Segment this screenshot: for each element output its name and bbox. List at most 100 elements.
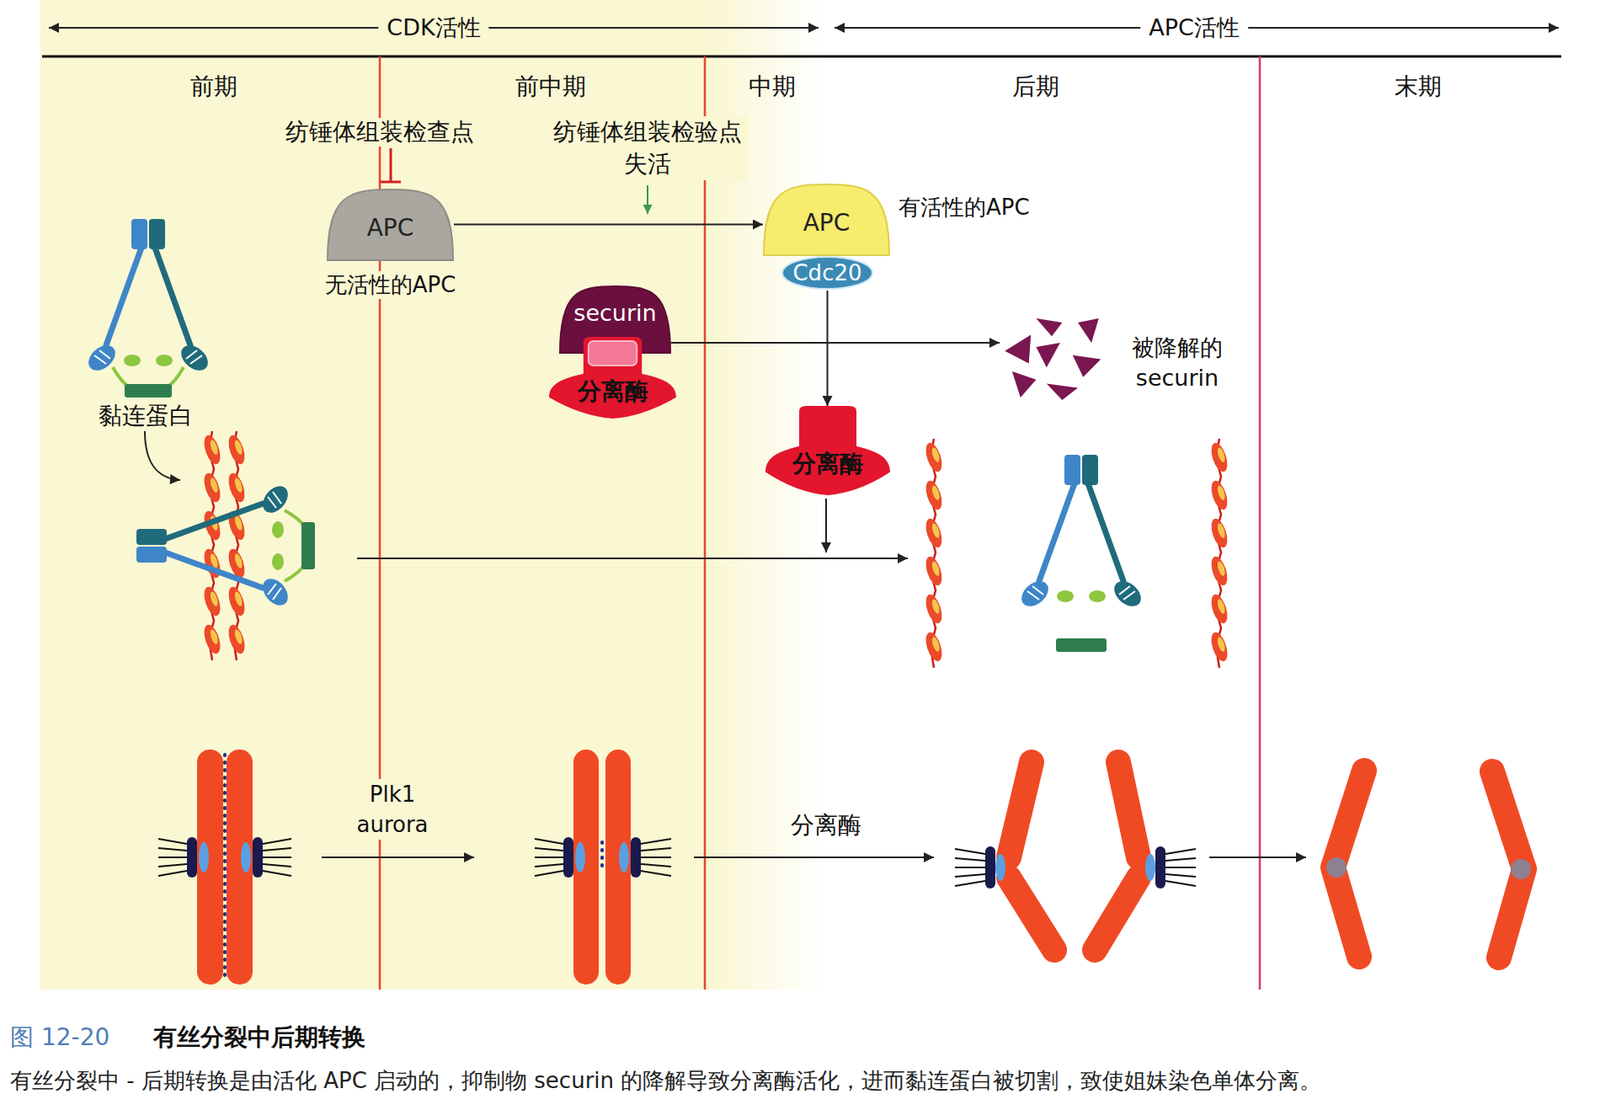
anaphase-chromatid xyxy=(1094,762,1139,950)
separated-chromatin xyxy=(1016,454,1146,652)
securin-fragment xyxy=(1004,334,1031,363)
checkpoint-label: 纺锤体组装检验点 失活 xyxy=(546,116,749,181)
prometaphase-chromosome xyxy=(534,856,564,859)
anaphase-chromatid xyxy=(1165,848,1196,854)
anaphase-chromatid xyxy=(1155,846,1166,889)
prometaphase-chromosome xyxy=(630,837,641,878)
node-caption: 无活性的APC xyxy=(321,271,460,299)
phase-heading: 后期 xyxy=(1012,72,1060,102)
inhibition-symbol xyxy=(389,148,393,182)
securin-protein-label: securin xyxy=(559,298,672,328)
prometaphase-chromosome xyxy=(534,848,564,851)
anaphase-chromatid xyxy=(1145,853,1156,881)
apc-active: APC有活性的APC xyxy=(762,183,891,256)
securin-fragment xyxy=(1012,371,1037,398)
anaphase-chromatid xyxy=(954,874,986,877)
metaphase-chromosome xyxy=(158,864,187,867)
metaphase-chromosome xyxy=(158,870,187,876)
prometaphase-chromosome xyxy=(563,837,574,878)
separase-protein: 分离酶 xyxy=(765,405,891,496)
figure-title: 有丝分裂中后期转换 xyxy=(153,1023,366,1052)
anaphase-chromatid xyxy=(1094,762,1196,950)
separase-protein-label: 分离酶 xyxy=(549,377,677,406)
prometaphase-chromosome xyxy=(573,749,599,985)
anaphase-chromatid xyxy=(1165,874,1196,877)
anaphase-chromatid xyxy=(954,762,1055,950)
phase-heading: 前中期 xyxy=(515,72,587,102)
cdc20-oval-label: Cdc20 xyxy=(780,255,875,291)
cohesin-ring xyxy=(83,218,213,398)
anaphase-chromatid xyxy=(954,848,986,886)
cdc20-oval: Cdc20 xyxy=(780,255,875,291)
metaphase-chromosome xyxy=(186,837,198,878)
apc-inactive: APC无活性的APC xyxy=(326,188,454,261)
prometaphase-chromosome xyxy=(534,838,564,844)
prometaphase-chromosome xyxy=(640,838,672,844)
telophase-chromatid xyxy=(1326,770,1531,958)
metaphase-chromosome xyxy=(158,856,187,859)
separated-chromatin xyxy=(922,438,1231,668)
prometaphase-chromosome xyxy=(640,856,672,859)
chromatin-cohesin xyxy=(136,431,315,661)
inhibition-symbol xyxy=(380,181,401,184)
telophase-chromatid xyxy=(1510,858,1531,880)
prometaphase-chromosome xyxy=(640,848,672,851)
anaphase-chromatid xyxy=(954,866,986,869)
anaphase-chromatid xyxy=(954,880,986,886)
prometaphase-chromosome xyxy=(640,870,672,876)
anaphase-chromatid xyxy=(1165,848,1196,886)
metaphase-chromosome xyxy=(226,749,253,985)
connector-arrow xyxy=(671,341,1000,344)
metaphase-chromosome xyxy=(262,864,292,867)
securin-fragment xyxy=(1035,318,1062,336)
flow-arrow xyxy=(693,856,934,859)
securin-fragment xyxy=(1072,355,1102,378)
securin-fragment xyxy=(1046,384,1078,400)
separated-chromatin xyxy=(922,438,945,668)
apc-active-label: APC xyxy=(762,208,891,238)
cohesin-ring xyxy=(112,367,184,398)
securin-fragment xyxy=(1077,318,1099,343)
phase-heading: 中期 xyxy=(748,72,796,102)
chromatin-cohesin xyxy=(136,480,294,610)
separase-highlight xyxy=(588,341,637,366)
securin-fragment xyxy=(1035,342,1061,368)
metaphase-chromosome xyxy=(158,848,187,851)
apc-inactive-outline xyxy=(327,189,454,261)
apc-active-outline xyxy=(763,184,890,256)
separase-protein-outline xyxy=(549,336,677,419)
cohesin-label: 黏连蛋白 xyxy=(98,401,193,431)
separase-protein: 分离酶 xyxy=(549,336,677,419)
anaphase-chromatid xyxy=(995,853,1006,881)
metaphase-chromosome xyxy=(240,842,251,873)
prometaphase-chromosome xyxy=(534,864,564,867)
metaphase-chromosome xyxy=(158,749,292,985)
apc-inactive-label: APC xyxy=(326,213,454,243)
chromatin-cohesin xyxy=(201,431,224,661)
activity-label: APC活性 xyxy=(1140,14,1248,42)
separated-chromatin xyxy=(1016,454,1146,612)
flow-arrow xyxy=(321,856,475,859)
phase-divider xyxy=(1258,56,1262,990)
degraded-securin: 被降解的 securin xyxy=(999,318,1104,400)
telophase-chromatid xyxy=(1326,857,1347,878)
phase-heading: 末期 xyxy=(1394,72,1442,102)
figure-number: 图 12-20 xyxy=(10,1023,110,1052)
metaphase-chromosome xyxy=(252,837,263,878)
figure-caption: 有丝分裂中 - 后期转换是由活化 APC 启动的，抑制物 securin 的降解… xyxy=(10,1067,1590,1094)
metaphase-chromosome xyxy=(198,842,209,873)
kinase-label: Plk1 aurora xyxy=(350,778,435,840)
metaphase-chromosome xyxy=(262,848,292,851)
header-rule xyxy=(42,55,1562,59)
metaphase-chromosome xyxy=(197,749,224,985)
phase-divider xyxy=(704,56,707,990)
anaphase-chromatid xyxy=(1165,866,1196,869)
anaphase-chromatid xyxy=(1165,858,1196,861)
flow-arrow xyxy=(825,498,827,553)
prometaphase-chromosome xyxy=(605,749,631,985)
separase-protein-outline xyxy=(765,405,891,496)
anaphase-chromatid xyxy=(954,848,986,854)
chromatin-cohesin xyxy=(225,431,248,661)
prometaphase-chromosome xyxy=(534,749,672,985)
